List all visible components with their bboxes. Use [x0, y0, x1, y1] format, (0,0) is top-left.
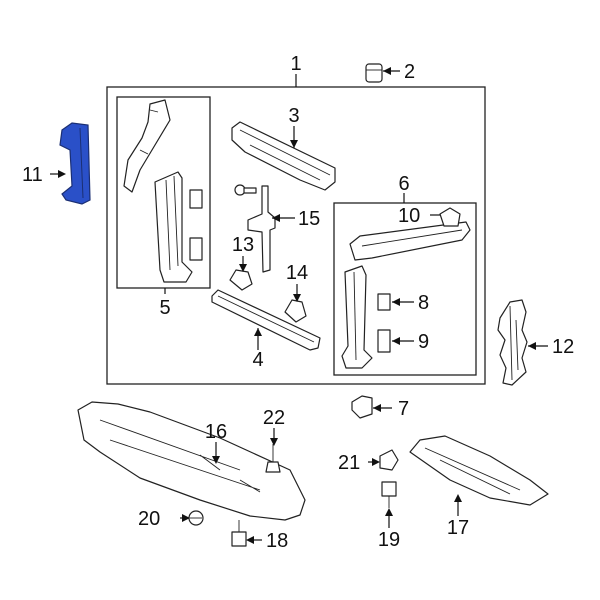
part-9[interactable] — [377, 329, 391, 353]
part-4[interactable] — [211, 289, 321, 351]
part-2[interactable] — [365, 63, 383, 83]
part-12[interactable] — [497, 299, 528, 386]
callout-12: 12 — [552, 336, 574, 358]
part-14[interactable] — [284, 299, 307, 323]
part-19-bolt[interactable] — [381, 481, 397, 508]
part-22-bolt[interactable] — [265, 444, 281, 473]
subassembly-frame-6 — [333, 202, 477, 376]
callout-15: 15 — [298, 208, 320, 230]
part-6-bar[interactable] — [349, 221, 471, 261]
callout-3: 3 — [288, 105, 299, 127]
part-16[interactable] — [77, 401, 306, 521]
leader-lines — [50, 67, 548, 544]
callout-9: 9 — [418, 331, 429, 353]
callout-16: 16 — [205, 421, 227, 443]
callout-7: 7 — [398, 398, 409, 420]
part-20-clip[interactable] — [188, 510, 204, 526]
callout-labels: 1 2 3 4 5 6 7 8 9 10 11 12 13 14 15 16 1… — [22, 53, 574, 552]
callout-2: 2 — [404, 61, 415, 83]
bolt[interactable] — [234, 184, 257, 196]
part-5-clips[interactable] — [189, 189, 203, 261]
callout-22: 22 — [263, 407, 285, 429]
part-18-bolt[interactable] — [231, 520, 247, 547]
part-5-bracket-upper[interactable] — [123, 99, 171, 193]
callout-17: 17 — [447, 517, 469, 539]
callout-6: 6 — [398, 173, 409, 195]
callout-19: 19 — [378, 529, 400, 551]
part-8[interactable] — [377, 293, 391, 311]
part-13[interactable] — [229, 269, 253, 291]
part-6-pillar[interactable] — [341, 265, 373, 369]
callout-21: 21 — [338, 452, 360, 474]
callout-11: 11 — [22, 164, 43, 186]
subassembly-frame-5 — [116, 96, 211, 289]
part-17[interactable] — [409, 435, 549, 506]
callout-8: 8 — [418, 292, 429, 314]
part-21-clip[interactable] — [379, 449, 399, 471]
callout-4: 4 — [252, 349, 263, 371]
part-3[interactable] — [231, 121, 336, 191]
callout-1: 1 — [290, 53, 301, 75]
callout-14: 14 — [286, 262, 308, 284]
callout-5: 5 — [159, 297, 170, 319]
part-10[interactable] — [439, 207, 461, 227]
callout-13: 13 — [232, 234, 254, 256]
callout-10: 10 — [398, 205, 420, 227]
callout-20: 20 — [138, 508, 160, 530]
part-7[interactable] — [351, 395, 373, 419]
part-15[interactable] — [247, 185, 276, 273]
callout-18: 18 — [266, 530, 288, 552]
part-11-highlighted[interactable] — [59, 122, 91, 205]
part-5-pillar[interactable] — [154, 171, 193, 283]
